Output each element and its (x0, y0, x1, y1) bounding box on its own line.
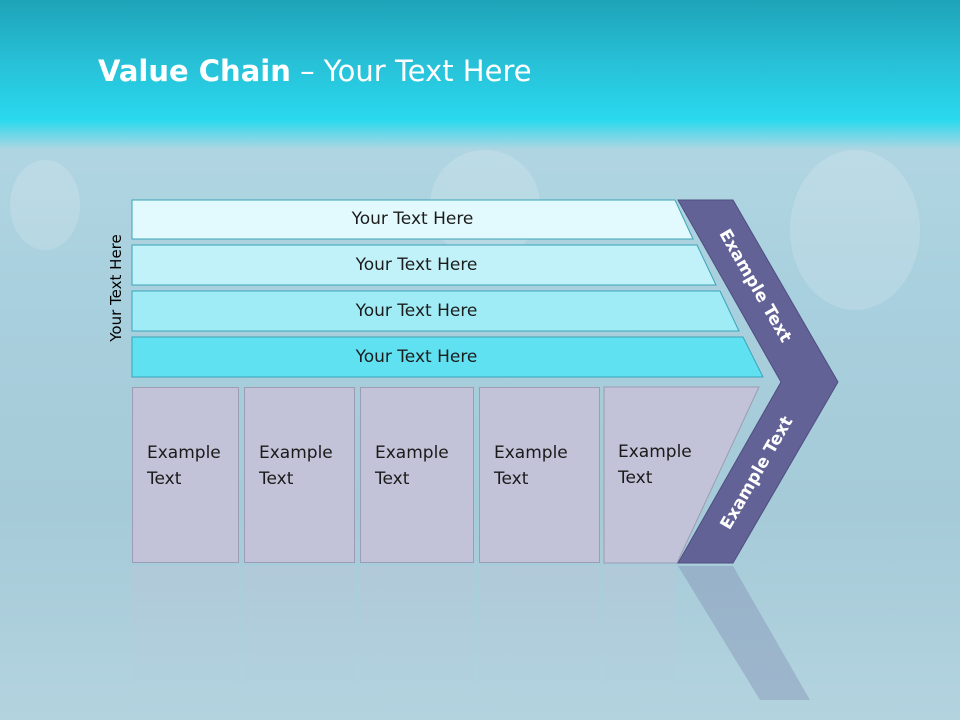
box-reflection (479, 566, 600, 696)
box-3-line2: Text (375, 469, 410, 489)
background-figure (790, 150, 920, 310)
box-3-line1: Example (375, 443, 449, 463)
band-4-label: Your Text Here (355, 347, 478, 367)
band-shape-3 (131, 290, 740, 332)
band-3: Your Text Here (132, 292, 701, 330)
chevron-shape (677, 199, 839, 564)
box-reflection (604, 566, 676, 696)
band-shape-4 (131, 336, 764, 378)
value-box-2: Example Text (244, 387, 355, 563)
band-1: Your Text Here (132, 200, 693, 238)
box-2-line1: Example (259, 443, 333, 463)
title-bold: Value Chain (98, 54, 291, 88)
box-notch (603, 386, 760, 564)
value-box-4: Example Text (479, 387, 600, 563)
slide-title: Value Chain – Your Text Here (98, 54, 532, 88)
box-5-line2: Text (618, 468, 653, 488)
value-box-5: Example Text (604, 387, 692, 563)
chevron-reflection (678, 566, 810, 700)
box-2-line2: Text (259, 469, 294, 489)
band-shape-1 (131, 199, 694, 240)
slide-header (0, 0, 960, 150)
band-2: Your Text Here (132, 246, 701, 284)
box-1-line2: Text (147, 469, 182, 489)
band-shape-2 (131, 244, 717, 286)
band-3-label: Your Text Here (355, 301, 478, 321)
band-1-label: Your Text Here (351, 209, 474, 229)
box-4-line2: Text (494, 469, 529, 489)
band-4: Your Text Here (132, 338, 701, 376)
box-4-line1: Example (494, 443, 568, 463)
box-reflection (244, 566, 355, 696)
value-box-3: Example Text (360, 387, 474, 563)
title-rest: – Your Text Here (290, 54, 532, 88)
box-5-line1: Example (618, 442, 692, 462)
band-2-label: Your Text Here (355, 255, 478, 275)
box-reflection (132, 566, 239, 696)
value-box-1: Example Text (132, 387, 239, 563)
box-1-line1: Example (147, 443, 221, 463)
background-figure (10, 160, 80, 250)
box-reflection (360, 566, 474, 696)
